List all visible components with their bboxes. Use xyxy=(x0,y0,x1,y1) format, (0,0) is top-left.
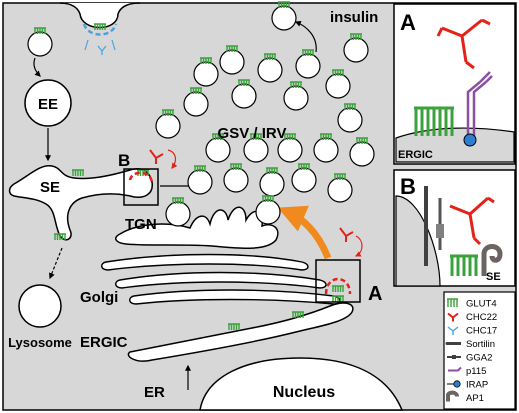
endocytic-vesicle xyxy=(27,31,53,57)
glut4-icon xyxy=(447,298,458,307)
p115-icon xyxy=(448,366,462,372)
early-endosome xyxy=(24,79,72,127)
legend-label: Sortilin xyxy=(466,339,495,350)
ap1-icon xyxy=(446,390,459,402)
chc17-icon xyxy=(447,326,459,335)
chc22-cycle-arrow-a xyxy=(354,235,363,257)
legend-label: GGA2 xyxy=(466,353,492,364)
inset-b-glut4 xyxy=(450,254,478,276)
chc22-icon xyxy=(447,312,459,322)
legend-label: IRAP xyxy=(466,380,488,391)
gsv-irv-label: GSV / IRV xyxy=(218,125,287,142)
lysosome xyxy=(18,284,62,328)
legend-item-sortilin: Sortilin xyxy=(445,339,495,350)
inset-b-letter: B xyxy=(400,174,416,199)
inset-a-p115-arm xyxy=(479,71,493,83)
arrow-se-to-lysosome xyxy=(48,247,63,280)
box-b xyxy=(123,168,159,206)
inset-a-irap xyxy=(463,133,477,147)
nucleus-label: Nucleus xyxy=(273,384,335,401)
inset-a-letter: A xyxy=(400,10,416,35)
legend-label: AP1 xyxy=(466,393,484,404)
ee-label: EE xyxy=(38,96,58,113)
gga2-icon xyxy=(447,355,461,359)
chc22-recruit-a xyxy=(339,227,354,242)
inset-a: A ERGIC xyxy=(393,3,516,165)
inset-a-membrane xyxy=(395,127,515,163)
inset-b-caption: SE xyxy=(486,271,501,283)
inset-a-p115 xyxy=(466,81,487,136)
chc22-recruit-b xyxy=(149,149,164,164)
inset-b-ap1 xyxy=(481,244,503,276)
legend-item-glut4: GLUT4 xyxy=(447,298,497,310)
inset-a-caption: ERGIC xyxy=(398,149,433,161)
box-a-label: A xyxy=(368,283,382,305)
legend-label: CHC17 xyxy=(466,326,497,337)
lysosome-label: Lysosome xyxy=(8,335,72,350)
legend-item-p115: p115 xyxy=(448,366,486,377)
golgi-cisterna-2 xyxy=(115,271,327,289)
inset-a-glut4 xyxy=(414,106,454,136)
sortilin-icon xyxy=(445,342,461,345)
ergic xyxy=(127,302,354,362)
endocytic-pit xyxy=(59,2,141,55)
inset-a-chc22 xyxy=(436,18,491,70)
nucleus xyxy=(199,357,404,411)
gsv-irv-vesicles xyxy=(155,1,375,227)
sorting-endosome xyxy=(8,165,153,241)
box-b-label: B xyxy=(118,151,130,170)
chc22-coat-a xyxy=(324,277,352,295)
insulin-label: insulin xyxy=(330,9,378,26)
inset-b-chc22 xyxy=(449,196,495,246)
legend-label: GLUT4 xyxy=(466,299,497,310)
legend-item-ap1: AP1 xyxy=(446,390,484,404)
legend-item-chc17: CHC17 xyxy=(447,326,497,337)
golgi-cisterna-1 xyxy=(101,253,309,271)
legend-label: p115 xyxy=(466,366,486,377)
orange-transport-arrow xyxy=(277,205,332,260)
golgi-label: Golgi xyxy=(80,289,118,306)
er-label: ER xyxy=(144,384,165,401)
inset-b: B SE xyxy=(393,169,516,287)
legend-item-irap: IRAP xyxy=(447,380,488,391)
irap-icon xyxy=(447,380,461,388)
legend-item-gga2: GGA2 xyxy=(447,353,492,364)
se-label: SE xyxy=(40,179,60,196)
chc22-cycle-arrow-b xyxy=(167,149,178,169)
legend-item-chc22: CHC22 xyxy=(447,312,497,323)
ergic-label: ERGIC xyxy=(80,334,128,351)
arrow-to-ee xyxy=(33,57,41,77)
box-a xyxy=(315,259,361,303)
chc22-coat-b xyxy=(128,171,154,183)
insulin-arrow xyxy=(294,20,317,53)
tgn-label: TGN xyxy=(125,216,157,233)
legend-label: CHC22 xyxy=(466,312,497,323)
